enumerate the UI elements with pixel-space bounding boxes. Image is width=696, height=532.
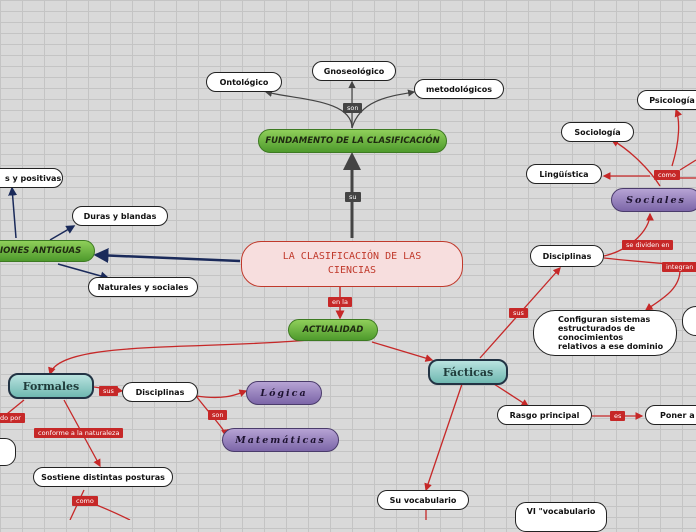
ontologico-label: Ontológico — [219, 77, 269, 87]
disciplinas-formales-node[interactable]: Disciplinas — [122, 382, 198, 402]
gnoseologico-node[interactable]: Gnoseológico — [312, 61, 396, 81]
disciplinas-formales-label: Disciplinas — [135, 387, 185, 397]
sociales-label: Sociales — [626, 194, 686, 206]
rasgo-principal-node[interactable]: Rasgo principal — [497, 405, 592, 425]
como-label-right: como — [654, 170, 680, 180]
vi-label: VI "vocabulario — [526, 507, 596, 516]
matematicas-node[interactable]: Matemáticas — [222, 428, 339, 452]
formales-node[interactable]: Formales — [8, 373, 94, 399]
su-label: su — [345, 192, 361, 202]
clasificaciones-antiguas-label: CIONES ANTIGUAS — [0, 246, 82, 256]
como-label-left: como — [72, 496, 98, 506]
metodologicos-node[interactable]: metodológicos — [414, 79, 504, 99]
ontologico-node[interactable]: Ontológico — [206, 72, 282, 92]
logica-node[interactable]: Lógica — [246, 381, 322, 405]
se-dividen-label: se dividen en — [622, 240, 674, 250]
linguistica-label: Lingüística — [539, 169, 589, 179]
linguistica-node[interactable]: Lingüística — [526, 164, 602, 184]
logica-label: Lógica — [260, 387, 308, 399]
left-partial-node[interactable] — [0, 438, 16, 466]
en-la-label: en la — [328, 297, 352, 307]
matematicas-label: Matemáticas — [235, 434, 326, 446]
disciplinas-sociales-node[interactable]: Disciplinas — [530, 245, 604, 267]
naturales-node[interactable]: Naturales y sociales — [88, 277, 198, 297]
facticas-node[interactable]: Fácticas — [428, 359, 508, 385]
duras-label: Duras y blandas — [83, 211, 157, 221]
psicologia-node[interactable]: Psicología — [637, 90, 696, 110]
sociologia-label: Sociología — [574, 127, 621, 137]
configuran-label: Configuran sistemas estructurados de con… — [558, 314, 664, 352]
fundamento-label: FUNDAMENTO DE LA CLASIFICACIÓN — [265, 136, 440, 146]
poner-label: Poner a p — [660, 410, 696, 420]
rasgo-principal-label: Rasgo principal — [509, 410, 580, 420]
facticas-label: Fácticas — [442, 365, 494, 379]
sociologia-node[interactable]: Sociología — [561, 122, 634, 142]
posturas-node[interactable]: Sostiene distintas posturas — [33, 467, 173, 487]
poner-node[interactable]: Poner a p — [645, 405, 696, 425]
positivas-node[interactable]: s y positivas — [0, 168, 63, 188]
clasificaciones-antiguas-node[interactable]: CIONES ANTIGUAS — [0, 240, 95, 262]
vi-node[interactable]: VI "vocabulario — [515, 502, 607, 532]
sus-label-left: sus — [99, 386, 118, 396]
son-label-mid: son — [208, 410, 228, 420]
disciplinas-sociales-label: Disciplinas — [542, 251, 592, 261]
sociales-node[interactable]: Sociales — [611, 188, 696, 212]
gnoseologico-label: Gnoseológico — [323, 66, 385, 76]
vocabulario-label: Su vocabulario — [389, 495, 457, 505]
positivas-label: s y positivas — [5, 173, 62, 183]
psicologia-label: Psicología — [649, 95, 695, 105]
actualidad-node[interactable]: ACTUALIDAD — [288, 319, 378, 341]
actualidad-label: ACTUALIDAD — [302, 325, 364, 335]
son-label-top: son — [343, 103, 363, 113]
naturales-label: Naturales y sociales — [97, 282, 189, 292]
root-title: LA CLASIFICACIÓN DE LAS CIENCIAS — [282, 251, 422, 276]
root-node[interactable]: LA CLASIFICACIÓN DE LAS CIENCIAS — [241, 241, 463, 287]
vocabulario-node[interactable]: Su vocabulario — [377, 490, 469, 510]
es-label: es — [610, 411, 626, 421]
conforme-label: conforme a la naturaleza — [34, 428, 124, 438]
formales-label: Formales — [22, 379, 80, 393]
do-por-label: do por — [0, 413, 25, 423]
metodologicos-label: metodológicos — [425, 84, 492, 94]
configuran-node[interactable]: Configuran sistemas estructurados de con… — [533, 310, 677, 356]
posturas-label: Sostiene distintas posturas — [41, 472, 165, 482]
sus-label-right: sus — [509, 308, 528, 318]
fundamento-node[interactable]: FUNDAMENTO DE LA CLASIFICACIÓN — [258, 129, 447, 153]
integran-label: integran — [662, 262, 696, 272]
duras-node[interactable]: Duras y blandas — [72, 206, 168, 226]
